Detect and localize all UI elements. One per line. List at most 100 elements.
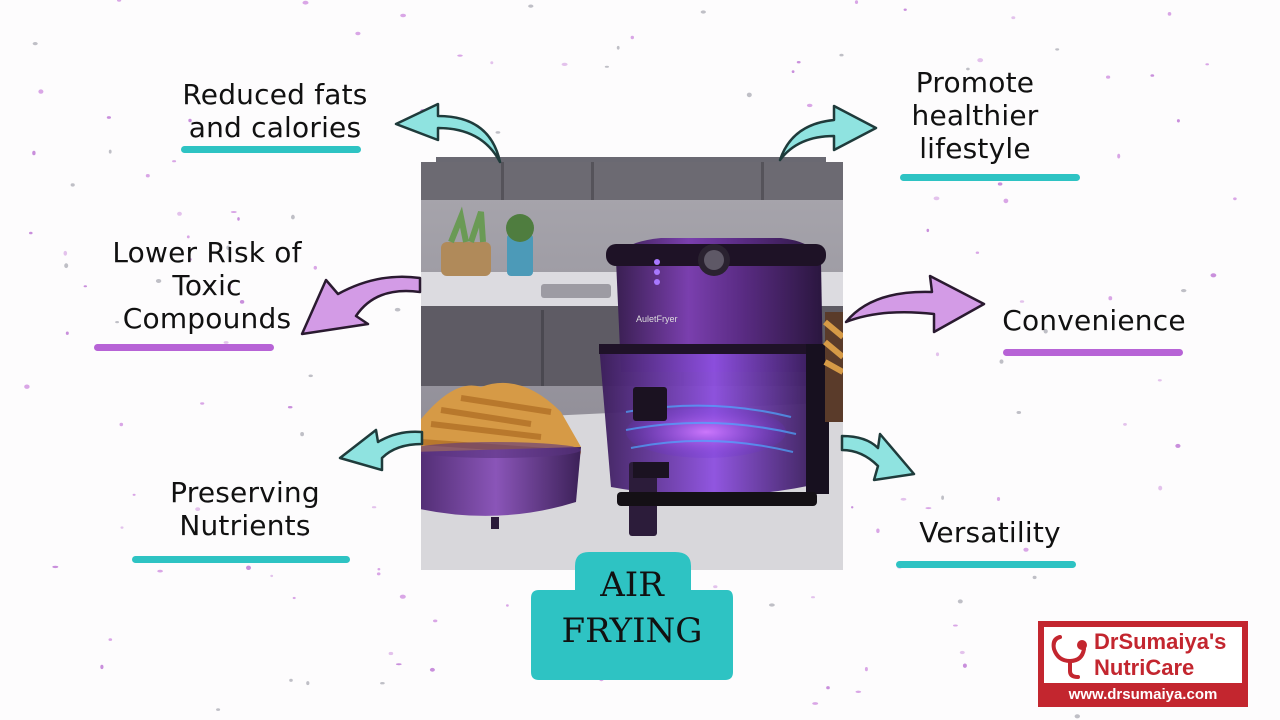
background-dot xyxy=(528,4,534,8)
background-dot xyxy=(1003,198,1009,204)
benefit-healthier-line1: Promote xyxy=(915,66,1035,99)
background-dot xyxy=(433,619,438,623)
background-dot xyxy=(64,263,69,269)
background-dot xyxy=(400,13,406,18)
background-dot xyxy=(864,667,868,672)
benefit-toxic-line2: Toxic xyxy=(172,269,242,302)
underline-convenience xyxy=(1003,349,1183,356)
logo-inner-panel: DrSumaiya's NutriCare xyxy=(1044,627,1242,683)
background-dot xyxy=(966,67,970,71)
background-dot xyxy=(1205,63,1209,66)
underline-nutrients xyxy=(132,556,350,563)
background-dot xyxy=(1074,714,1081,719)
background-dot xyxy=(195,507,201,511)
air-fryer-illustration: AuletFryer xyxy=(421,162,843,570)
background-dot xyxy=(959,650,965,655)
benefit-preserving-nutrients: Preserving Nutrients xyxy=(150,476,340,542)
background-dot xyxy=(70,183,75,187)
photo-top-edge xyxy=(436,157,826,165)
background-dot xyxy=(561,62,568,66)
background-dot xyxy=(826,686,830,690)
background-dot xyxy=(604,65,610,68)
background-dot xyxy=(186,235,190,239)
background-dot xyxy=(490,61,494,65)
air-frying-line1: AIR xyxy=(600,565,664,605)
background-dot xyxy=(155,279,162,283)
background-dot xyxy=(246,565,251,570)
background-dot xyxy=(796,61,801,64)
background-dot xyxy=(301,533,305,537)
arrow-healthier-icon xyxy=(778,104,878,162)
background-dot xyxy=(457,54,463,57)
air-frying-badge xyxy=(531,552,733,680)
background-dot xyxy=(1175,443,1181,448)
background-dot xyxy=(713,585,718,589)
background-dot xyxy=(811,596,815,599)
background-dot xyxy=(997,182,1003,186)
air-frying-line2: FRYING xyxy=(561,611,703,651)
background-dot xyxy=(975,251,980,254)
background-dot xyxy=(933,196,940,201)
background-dot xyxy=(1176,119,1180,123)
background-dot xyxy=(903,8,907,11)
background-dot xyxy=(1157,379,1162,382)
background-dot xyxy=(1019,300,1025,303)
background-dot xyxy=(394,307,401,312)
fryer-brand-text: AuletFryer xyxy=(636,314,678,324)
background-dot xyxy=(157,569,163,573)
background-dot xyxy=(935,352,940,357)
background-dot xyxy=(812,702,819,705)
background-dot xyxy=(855,690,862,693)
background-dot xyxy=(1167,12,1172,16)
arrow-reduced-fats-icon xyxy=(394,102,502,164)
background-dot xyxy=(388,651,394,656)
underline-toxic xyxy=(94,344,274,351)
background-dot xyxy=(876,528,880,534)
background-dot xyxy=(239,300,245,304)
benefit-toxic-line3: Compounds xyxy=(122,302,292,335)
background-dot xyxy=(292,596,296,600)
arrow-nutrients-icon xyxy=(338,428,424,472)
air-fryer-photo: AuletFryer xyxy=(421,162,843,570)
background-dot xyxy=(270,574,274,578)
benefit-reduced-fats-line2: and calories xyxy=(188,111,362,144)
background-dot xyxy=(900,497,907,501)
background-dot xyxy=(999,359,1004,364)
background-dot xyxy=(700,10,706,14)
benefit-healthier-line3: lifestyle xyxy=(919,132,1031,165)
background-dot xyxy=(188,258,192,261)
background-dot xyxy=(172,160,177,163)
stethoscope-icon xyxy=(1051,635,1087,679)
background-dot xyxy=(1043,329,1048,334)
background-dot xyxy=(1123,423,1127,426)
background-dot xyxy=(377,568,381,571)
background-dot xyxy=(145,174,150,178)
background-dot xyxy=(495,131,501,134)
background-dot xyxy=(287,406,293,409)
background-dot xyxy=(216,708,221,711)
background-dot xyxy=(119,422,124,427)
background-dot xyxy=(1106,75,1111,79)
benefit-versatility-line1: Versatility xyxy=(919,516,1061,549)
background-dot xyxy=(791,70,795,73)
background-dot xyxy=(65,331,69,335)
background-dot xyxy=(1158,485,1163,491)
benefit-nutrients-line2: Nutrients xyxy=(179,509,311,542)
background-dot xyxy=(237,217,240,221)
background-dot xyxy=(32,42,38,46)
logo-name-line2: NutriCare xyxy=(1094,655,1195,680)
air-frying-title: AIR FRYING xyxy=(531,562,733,654)
benefit-lower-toxic: Lower Risk of Toxic Compounds xyxy=(92,236,322,335)
benefit-healthier-lifestyle: Promote healthier lifestyle xyxy=(890,66,1060,165)
background-dot xyxy=(1108,296,1113,301)
benefit-reduced-fats: Reduced fats and calories xyxy=(166,78,384,144)
background-dot xyxy=(132,493,136,496)
background-dot xyxy=(302,0,309,5)
benefit-nutrients-line1: Preserving xyxy=(170,476,320,509)
background-dot xyxy=(399,594,406,599)
drsumaiya-logo: DrSumaiya's NutriCare www.drsumaiya.com xyxy=(1038,621,1248,707)
background-dot xyxy=(188,118,192,123)
benefit-convenience-line1: Convenience xyxy=(1002,304,1186,337)
underline-healthier xyxy=(900,174,1080,181)
background-dot xyxy=(63,250,68,256)
